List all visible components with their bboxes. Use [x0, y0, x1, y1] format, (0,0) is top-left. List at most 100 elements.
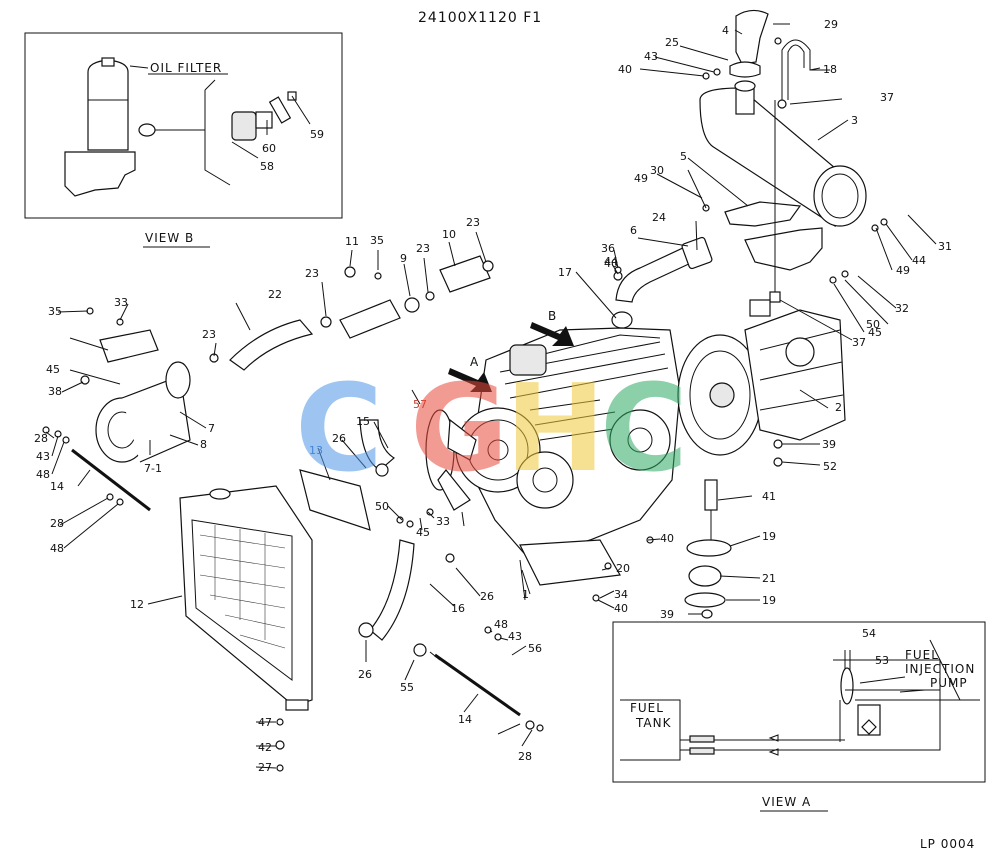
callout: 44 [604, 255, 618, 268]
muffler-assembly [699, 9, 867, 303]
leader-lines [45, 23, 937, 769]
hardware [42, 37, 888, 772]
callout: 40 [618, 63, 632, 76]
page-code: LP 0004 [920, 837, 975, 851]
callout: 39 [660, 608, 674, 621]
fuel-injection-label-line3: PUMP [930, 676, 968, 690]
view-b-inset: OIL FILTER [24, 32, 343, 219]
callout: 52 [823, 460, 837, 473]
callout: 1 [522, 588, 529, 601]
callout: 24 [652, 211, 666, 224]
air-hose-corrugated [229, 319, 314, 371]
view-b-caption: VIEW B [145, 231, 194, 245]
callout: 59 [310, 128, 324, 141]
callout: 50 [866, 318, 880, 331]
callout: 38 [48, 385, 62, 398]
callout: 6 [630, 224, 637, 237]
fuel-tank-label-line1: FUEL [630, 701, 664, 715]
watermark-letter-4: C [600, 360, 688, 499]
callout: 33 [436, 515, 450, 528]
callout: 7 [208, 422, 215, 435]
callout: 10 [442, 228, 456, 241]
callout: 13 [309, 444, 323, 457]
callout: 43 [644, 50, 658, 63]
callout: 9 [400, 252, 407, 265]
radiator [179, 485, 313, 711]
air-cleaner [95, 329, 191, 463]
callout: 12 [130, 598, 144, 611]
callout: 45 [46, 363, 60, 376]
arrow-a-label: A [470, 355, 479, 369]
callout: 18 [823, 63, 837, 76]
view-arrows: A B [448, 309, 574, 392]
callout: 29 [824, 18, 838, 31]
callout: 56 [528, 642, 542, 655]
callout: 28 [50, 517, 64, 530]
callout: 35 [48, 305, 62, 318]
callout-labels: 1 2 3 4 5 6 7 7-1 8 9 10 11 12 13 14 14 … [34, 18, 952, 774]
callout: 23 [202, 328, 216, 341]
callout: 27 [258, 761, 272, 774]
callout: 54 [862, 627, 876, 640]
view-a-caption: VIEW A [762, 795, 811, 809]
engine-block [455, 327, 681, 601]
diagram-title: 24100X1120 F1 [418, 10, 542, 26]
callout: 44 [912, 254, 926, 267]
callout: 4 [722, 24, 729, 37]
callout: 3 [851, 114, 858, 127]
callout: 23 [305, 267, 319, 280]
callout: 49 [634, 172, 648, 185]
watermark-letter-1: C [295, 360, 383, 499]
callout: 45 [868, 326, 882, 339]
callout: 23 [416, 242, 430, 255]
oil-filter-label: OIL FILTER [150, 61, 222, 75]
callout: 60 [262, 142, 276, 155]
callout: 57 [413, 398, 427, 411]
callout: 5 [680, 150, 687, 163]
watermark-letter-2: G [410, 360, 509, 499]
engine-mounts [684, 479, 732, 619]
callout: 58 [260, 160, 274, 173]
callout: 19 [762, 594, 776, 607]
watermark-logo: C G H C [295, 360, 688, 499]
callout: 48 [50, 542, 64, 555]
arrow-b-label: B [548, 309, 557, 323]
callout: 16 [451, 602, 465, 615]
callout: 50 [375, 500, 389, 513]
callout: 49 [896, 264, 910, 277]
callout: 25 [665, 36, 679, 49]
rod-bottom [434, 653, 521, 717]
callout: 55 [400, 681, 414, 694]
callout: 19 [762, 530, 776, 543]
callout: 43 [36, 450, 50, 463]
callout: 15 [356, 415, 370, 428]
callout: 2 [835, 401, 842, 414]
callout: 32 [895, 302, 909, 315]
callout: 11 [345, 235, 359, 248]
callout: 41 [762, 490, 776, 503]
fuel-injection-label-line2: INJECTION [905, 662, 975, 676]
callout: 40 [604, 257, 618, 270]
rod-left [71, 448, 151, 512]
callout: 35 [370, 234, 384, 247]
transmission [677, 299, 846, 456]
lower-hose [369, 539, 415, 641]
callout: 7-1 [144, 462, 162, 475]
callout: 8 [200, 438, 207, 451]
callout: 26 [332, 432, 346, 445]
callout: 43 [508, 630, 522, 643]
callout: 26 [480, 590, 494, 603]
callout: 42 [258, 741, 272, 754]
callout: 37 [852, 336, 866, 349]
callout: 14 [458, 713, 472, 726]
callout: 23 [466, 216, 480, 229]
fuel-tank-label-line2: TANK [635, 716, 672, 730]
callout: 34 [614, 588, 628, 601]
view-a-inset: FUEL TANK FUEL INJECTION PUMP [612, 621, 986, 783]
fuel-injection-label-line1: FUEL [905, 648, 939, 662]
callout: 28 [518, 750, 532, 763]
cooling-fan [425, 409, 477, 511]
callout: 53 [875, 654, 889, 667]
callout: 20 [616, 562, 630, 575]
